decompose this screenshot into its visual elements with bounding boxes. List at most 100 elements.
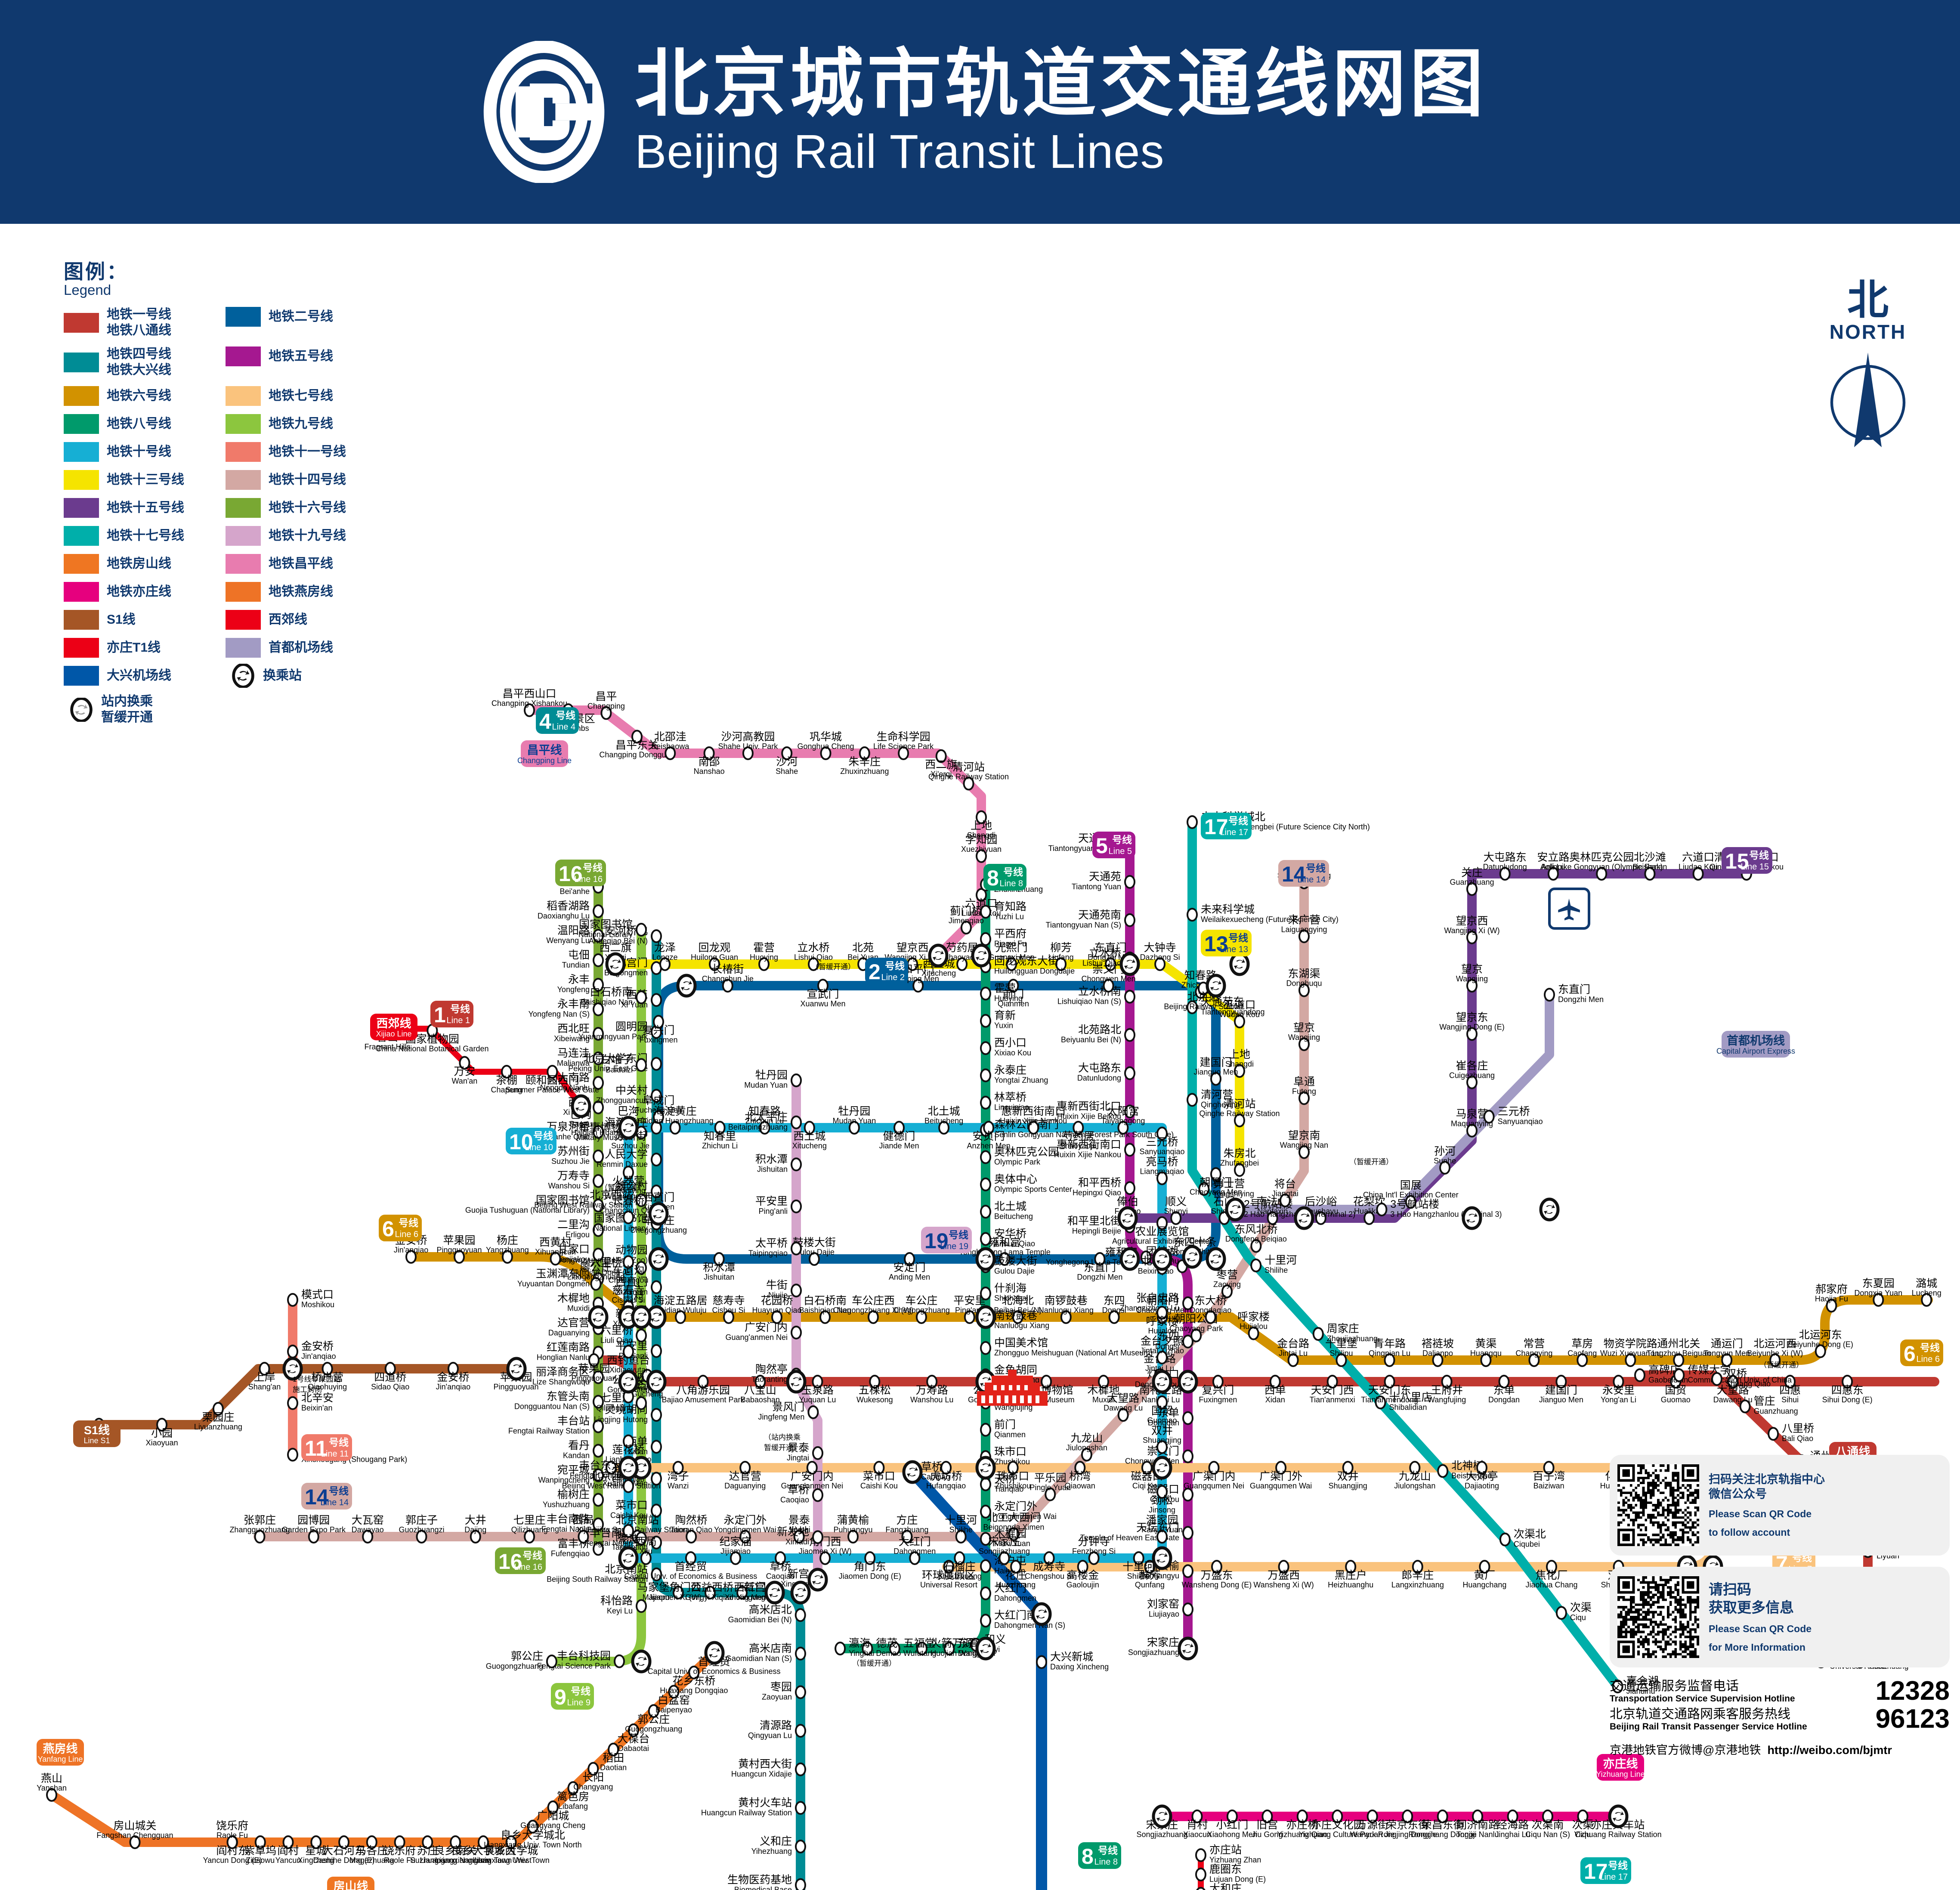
- station-marker[interactable]: [287, 1396, 298, 1410]
- station-marker[interactable]: [1234, 1114, 1245, 1128]
- station-marker[interactable]: [46, 1788, 57, 1802]
- station-marker[interactable]: [501, 1250, 513, 1264]
- station-marker[interactable]: [1210, 1072, 1221, 1086]
- station-marker[interactable]: [1226, 1810, 1238, 1823]
- station-marker[interactable]: [862, 1642, 873, 1655]
- station-marker[interactable]: [1124, 1143, 1135, 1157]
- station-marker[interactable]: [636, 1599, 647, 1613]
- station-marker[interactable]: [1498, 1375, 1510, 1389]
- interchange-station-2[interactable]: [1206, 1247, 1226, 1271]
- station-marker[interactable]: [651, 1185, 662, 1199]
- station-marker[interactable]: [384, 1362, 396, 1376]
- interchange-station-52[interactable]: [1225, 1197, 1246, 1222]
- station-marker[interactable]: [653, 1110, 664, 1124]
- station-marker[interactable]: [416, 1530, 427, 1544]
- station-marker[interactable]: [405, 1250, 417, 1264]
- station-marker[interactable]: [1196, 1887, 1206, 1890]
- station-marker[interactable]: [1182, 1564, 1193, 1578]
- station-marker[interactable]: [672, 1586, 684, 1599]
- station-marker[interactable]: [714, 1121, 726, 1135]
- interchange-station-5[interactable]: [975, 1247, 996, 1271]
- station-marker[interactable]: [1432, 1353, 1444, 1367]
- station-marker[interactable]: [593, 1419, 604, 1433]
- line-path-line-2[interactable]: [654, 981, 1221, 1264]
- station-marker[interactable]: [1269, 1375, 1281, 1389]
- station-marker[interactable]: [1472, 1810, 1484, 1823]
- station-marker[interactable]: [1466, 930, 1478, 944]
- station-marker[interactable]: [1332, 1810, 1343, 1823]
- interchange-station-1[interactable]: [648, 1247, 669, 1271]
- station-marker[interactable]: [730, 1551, 741, 1565]
- station-marker[interactable]: [999, 1551, 1010, 1565]
- station-marker[interactable]: [795, 1685, 806, 1699]
- station-marker[interactable]: [980, 1586, 991, 1600]
- station-marker[interactable]: [1094, 1252, 1106, 1266]
- station-marker[interactable]: [593, 904, 604, 918]
- station-marker[interactable]: [795, 1878, 806, 1890]
- station-marker[interactable]: [893, 1121, 905, 1135]
- station-marker[interactable]: [889, 1642, 900, 1655]
- station-marker[interactable]: [1081, 1448, 1092, 1462]
- station-marker[interactable]: [848, 1121, 860, 1135]
- station-marker[interactable]: [873, 1461, 885, 1475]
- station-marker[interactable]: [898, 746, 909, 760]
- station-marker[interactable]: [1098, 1375, 1109, 1389]
- station-marker[interactable]: [926, 1375, 938, 1389]
- interchange-station-30[interactable]: [1229, 952, 1250, 976]
- station-marker[interactable]: [1542, 1810, 1553, 1823]
- station-marker[interactable]: [623, 1524, 634, 1538]
- station-marker[interactable]: [999, 1252, 1011, 1266]
- station-marker[interactable]: [1278, 1560, 1289, 1574]
- station-marker[interactable]: [1336, 1353, 1347, 1367]
- station-marker[interactable]: [1441, 1375, 1453, 1389]
- station-marker[interactable]: [808, 1252, 820, 1266]
- station-marker[interactable]: [775, 1551, 786, 1565]
- station-marker[interactable]: [1275, 1461, 1287, 1475]
- station-marker[interactable]: [1060, 1310, 1072, 1324]
- station-marker[interactable]: [1499, 867, 1511, 881]
- station-marker[interactable]: [623, 1210, 634, 1225]
- station-marker[interactable]: [1596, 867, 1608, 881]
- station-marker[interactable]: [795, 1724, 806, 1738]
- station-marker[interactable]: [593, 1051, 604, 1065]
- station-marker[interactable]: [1141, 1461, 1153, 1475]
- station-marker[interactable]: [1124, 1028, 1135, 1042]
- station-marker[interactable]: [835, 1642, 846, 1655]
- station-marker[interactable]: [980, 1041, 991, 1055]
- interchange-station-37[interactable]: [1294, 1206, 1314, 1230]
- station-marker[interactable]: [1376, 1203, 1388, 1216]
- station-marker[interactable]: [567, 1781, 579, 1795]
- station-marker[interactable]: [1182, 1449, 1193, 1463]
- station-marker[interactable]: [916, 1642, 928, 1655]
- station-marker[interactable]: [623, 1479, 634, 1493]
- station-marker[interactable]: [450, 1835, 461, 1849]
- interchange-station-35[interactable]: [1182, 1245, 1203, 1269]
- interchange-station-43[interactable]: [704, 1641, 725, 1665]
- interchange-station-46[interactable]: [1152, 1804, 1172, 1828]
- station-marker[interactable]: [1826, 1299, 1837, 1313]
- interchange-station-44[interactable]: [631, 1649, 652, 1673]
- station-marker[interactable]: [1544, 988, 1555, 1002]
- station-marker[interactable]: [1117, 1121, 1129, 1135]
- station-marker[interactable]: [1296, 1810, 1308, 1823]
- station-marker[interactable]: [1170, 1211, 1182, 1225]
- station-marker[interactable]: [593, 1149, 604, 1163]
- station-marker[interactable]: [394, 1835, 405, 1849]
- station-marker[interactable]: [1028, 1121, 1039, 1135]
- station-marker[interactable]: [672, 1461, 684, 1475]
- station-marker[interactable]: [1156, 1350, 1168, 1364]
- station-marker[interactable]: [636, 1328, 647, 1342]
- station-marker[interactable]: [1267, 1211, 1278, 1225]
- station-marker[interactable]: [653, 1015, 664, 1029]
- station-marker[interactable]: [703, 746, 715, 760]
- station-marker[interactable]: [636, 1058, 647, 1072]
- station-marker[interactable]: [704, 1586, 716, 1599]
